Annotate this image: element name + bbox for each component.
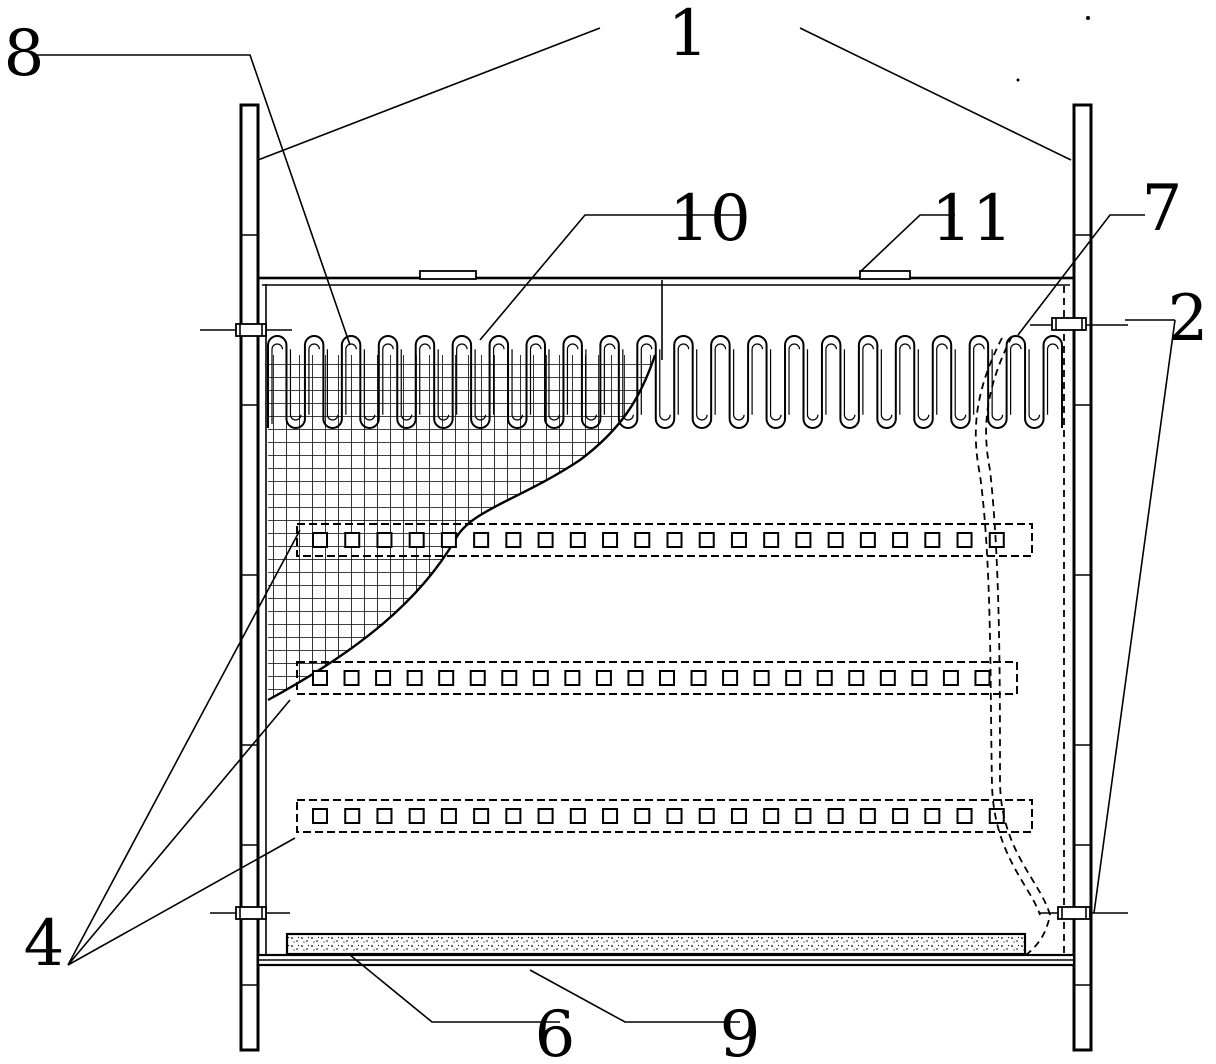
callout-6: 6 <box>535 998 576 1064</box>
callout-4: 4 <box>24 907 65 981</box>
perforated-bar-3 <box>296 799 1033 833</box>
bar-hole <box>879 670 896 686</box>
bar-hole <box>753 670 770 686</box>
bar-hole <box>408 532 425 548</box>
bar-hole <box>634 532 651 548</box>
bar-hole <box>827 808 844 824</box>
bar-hole <box>312 532 328 548</box>
callout-8: 8 <box>4 17 45 91</box>
bar-hole <box>595 670 612 686</box>
bar-hole <box>848 670 865 686</box>
bar-hole <box>827 532 844 548</box>
bar-hole <box>956 808 973 824</box>
bar-hole <box>312 808 328 824</box>
bar-hole <box>438 670 455 686</box>
bar-hole <box>602 532 619 548</box>
bar-hole <box>911 670 928 686</box>
coil-outer-path <box>267 335 1063 429</box>
callout-1: 1 <box>668 0 709 71</box>
bar-hole <box>924 808 941 824</box>
scan-dot <box>1086 16 1090 20</box>
bar-hole <box>312 670 328 686</box>
bar-hole <box>634 808 651 824</box>
bar-hole <box>816 670 833 686</box>
bar-hole <box>532 670 549 686</box>
bar-hole <box>698 808 715 824</box>
mesh-panel <box>268 355 655 700</box>
bar-hole <box>473 808 490 824</box>
bar-hole <box>564 670 581 686</box>
bar-hole <box>988 532 1005 548</box>
top-cap-11 <box>859 270 911 280</box>
bar-hole <box>730 808 747 824</box>
callout-10: 10 <box>669 182 750 256</box>
bar-hole <box>785 670 802 686</box>
bar-hole <box>440 532 457 548</box>
bar-hole <box>473 532 490 548</box>
bar-hole <box>627 670 644 686</box>
bar-hole <box>501 670 518 686</box>
bar-hole <box>569 532 586 548</box>
bar-hole <box>892 532 909 548</box>
bar-hole <box>537 808 554 824</box>
bar-hole <box>730 532 747 548</box>
bar-hole <box>795 808 812 824</box>
bar-hole <box>406 670 423 686</box>
bar-hole <box>666 808 683 824</box>
bar-hole <box>988 808 1005 824</box>
bolt-bottom-left <box>210 906 290 920</box>
bar-hole <box>859 532 876 548</box>
callout-9: 9 <box>720 998 761 1064</box>
bar-hole <box>942 670 959 686</box>
bar-hole <box>375 670 392 686</box>
cable <box>974 335 1051 956</box>
callout-7: 7 <box>1142 172 1183 246</box>
bolt-bottom-right <box>1040 906 1128 920</box>
bar-hole <box>505 532 522 548</box>
bar-hole <box>343 670 360 686</box>
bar-hole <box>602 808 619 824</box>
perforated-bars <box>296 523 1033 833</box>
bar-hole <box>376 532 393 548</box>
post-segment-marks <box>241 234 1091 986</box>
bar-hole <box>698 532 715 548</box>
perforated-bar-1 <box>296 523 1033 557</box>
bar-hole <box>440 808 457 824</box>
bar-hole <box>537 532 554 548</box>
bar-hole <box>892 808 909 824</box>
bar-hole <box>956 532 973 548</box>
bar-hole <box>763 532 780 548</box>
bar-hole <box>408 808 425 824</box>
bar-hole <box>376 808 393 824</box>
bar-hole <box>974 670 991 686</box>
bar-hole <box>659 670 675 686</box>
bar-hole <box>505 808 522 824</box>
bar-hole <box>569 808 586 824</box>
bar-hole <box>859 808 876 824</box>
bar-hole <box>469 670 486 686</box>
bottom-element <box>285 932 1027 956</box>
bar-hole <box>344 532 361 548</box>
bar-hole <box>666 532 683 548</box>
callout-2: 2 <box>1168 282 1209 356</box>
bar-hole <box>344 808 361 824</box>
bar-hole <box>763 808 780 824</box>
perforated-bar-2 <box>296 661 1018 695</box>
bar-hole <box>722 670 739 686</box>
bolt-top-right <box>1030 317 1128 331</box>
bar-hole <box>690 670 707 686</box>
bolt-top-left <box>200 323 292 337</box>
bar-hole <box>924 532 941 548</box>
leader-lines <box>34 27 1176 1023</box>
bar-hole <box>795 532 812 548</box>
scan-dot <box>1016 78 1020 82</box>
top-cap-lid <box>419 270 477 280</box>
callout-11: 11 <box>931 182 1012 256</box>
